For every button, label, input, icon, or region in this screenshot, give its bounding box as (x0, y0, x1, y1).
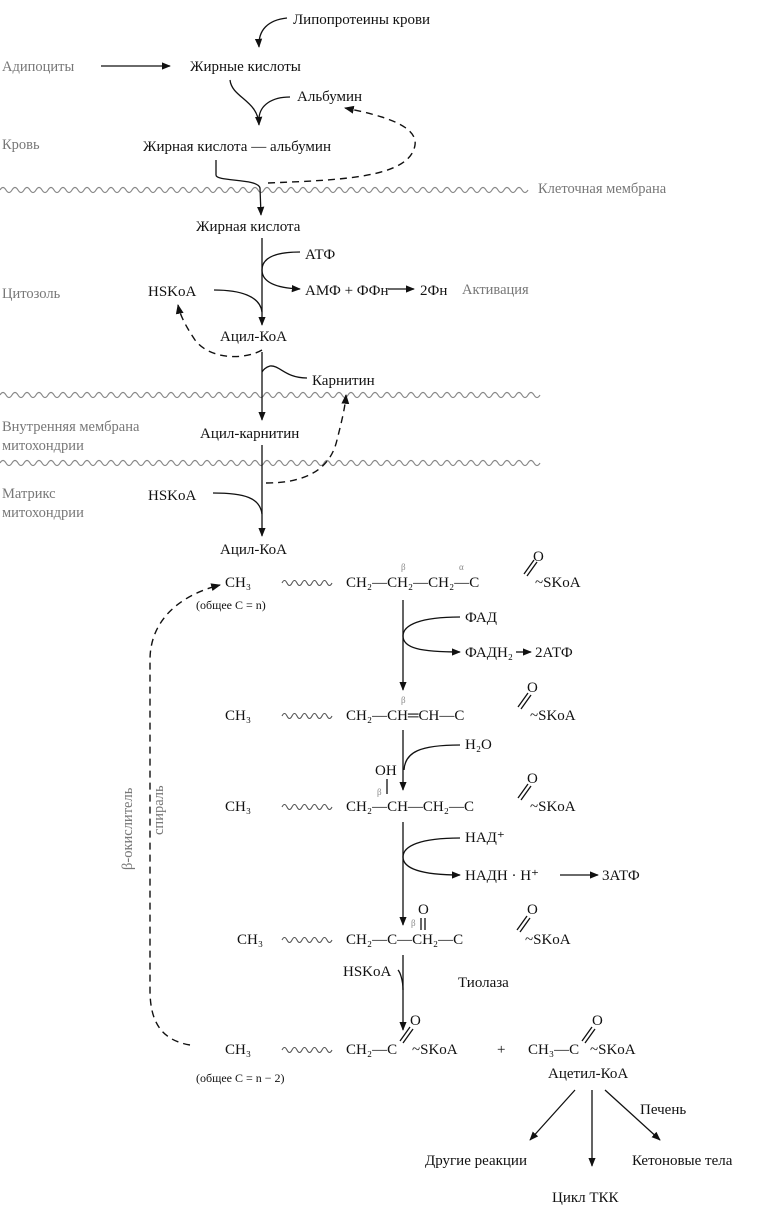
cell-membrane-line (0, 186, 529, 194)
transport-arrows (101, 17, 416, 537)
svg-text:+: + (497, 1042, 505, 1058)
svg-text:β: β (377, 787, 382, 797)
fad: ФАД (465, 610, 497, 626)
region-inner-membrane-2: митохондрии (2, 438, 84, 454)
water: H₂O (465, 737, 492, 753)
enoyl-coa-row: CH₃ CH₂—CH═CH—C ~SKoA O β (225, 680, 576, 724)
svg-text:~SKoA: ~SKoA (412, 1042, 458, 1058)
svg-text:CH₂—CH═CH—C: CH₂—CH═CH—C (346, 708, 464, 724)
fadh2: ФАДН₂ (465, 645, 513, 661)
svg-text:β: β (401, 562, 406, 572)
hskoa-matrix: HSKoA (148, 488, 197, 504)
svg-text:O: O (410, 1013, 421, 1029)
label-beta-spiral-2: спираль (151, 785, 167, 835)
svg-text:~SKoA: ~SKoA (535, 575, 581, 591)
acyl-coa-matrix: Ацил-КоА (220, 542, 287, 558)
svg-text:OH: OH (375, 763, 397, 779)
fatty-acids: Жирные кислоты (190, 59, 301, 75)
svg-text:CH₂—C: CH₂—C (346, 1042, 397, 1058)
ketoacyl-coa-row: CH₃ CH₂—C—CH₂—C ~SKoA O O β (237, 902, 571, 948)
svg-text:~SKoA: ~SKoA (530, 708, 576, 724)
ketone-bodies: Кетоновые тела (632, 1153, 733, 1169)
outer-mito-membrane-line (0, 391, 541, 399)
svg-text:CH₂—CH—CH₂—C: CH₂—CH—CH₂—C (346, 799, 474, 815)
svg-text:CH₂—C—CH₂—C: CH₂—C—CH₂—C (346, 932, 463, 948)
svg-text:O: O (527, 771, 538, 787)
svg-text:CH₃—C: CH₃—C (528, 1042, 579, 1058)
region-inner-membrane: Внутренняя мембрана (2, 419, 140, 435)
label-beta-spiral: β-окислитель (120, 787, 136, 870)
amp-ppi: АМФ + ФФн (305, 283, 389, 299)
svg-text:CH₃: CH₃ (225, 1042, 251, 1058)
atp: АТФ (305, 247, 335, 263)
nad: НАД⁺ (465, 830, 505, 846)
two-pi: 2Фн (420, 283, 447, 299)
svg-text:β: β (411, 918, 416, 928)
acyl-carnitine: Ацил-карнитин (200, 426, 299, 442)
hydroxyacyl-coa-row: CH₃ CH₂—CH—CH₂—C ~SKoA O OH β (225, 763, 576, 815)
svg-text:O: O (418, 902, 429, 918)
svg-text:CH₃: CH₃ (237, 932, 263, 948)
svg-text:CH₃: CH₃ (225, 575, 251, 591)
nadh: НАДН · Н⁺ (465, 868, 539, 884)
lipoproteins: Липопротеины крови (293, 12, 430, 28)
fatty-acid-albumin: Жирная кислота — альбумин (143, 139, 331, 155)
region-blood: Кровь (2, 137, 40, 153)
acyl-coa-cytosol: Ацил-КоА (220, 329, 287, 345)
thiolase: Тиолаза (458, 975, 509, 991)
svg-text:O: O (592, 1013, 603, 1029)
region-adipocytes: Адипоциты (2, 59, 74, 75)
atp-2: 2АТФ (535, 645, 573, 661)
label-activation: Активация (462, 282, 529, 298)
svg-text:O: O (533, 549, 544, 565)
region-matrix-2: митохондрии (2, 505, 84, 521)
shortened-acyl-coa-row: CH₃ CH₂—C ~SKoA O + CH₃—C ~SKoA O (общее… (196, 1013, 636, 1085)
svg-text:(общее C = n): (общее C = n) (196, 598, 266, 612)
inner-mito-membrane-line (0, 459, 541, 467)
liver: Печень (640, 1102, 686, 1118)
svg-text:O: O (527, 902, 538, 918)
albumin: Альбумин (297, 89, 362, 105)
svg-text:~SKoA: ~SKoA (525, 932, 571, 948)
svg-text:CH₃: CH₃ (225, 708, 251, 724)
svg-text:(общее C = n − 2): (общее C = n − 2) (196, 1071, 285, 1085)
tca-cycle: Цикл ТКК (552, 1190, 620, 1206)
svg-text:CH₂—CH₂—CH₂—C: CH₂—CH₂—CH₂—C (346, 575, 479, 591)
beta-oxidation-arrows (149, 583, 661, 1167)
fatty-acid: Жирная кислота (196, 219, 301, 235)
acyl-coa-row: CH₃ CH₂—CH₂—CH₂—C ~SKoA O β α (общее C =… (196, 549, 581, 612)
svg-text:~SKoA: ~SKoA (590, 1042, 636, 1058)
carnitine: Карнитин (312, 373, 375, 389)
svg-text:O: O (527, 680, 538, 696)
hskoa-thiolase: HSKoA (343, 964, 392, 980)
region-cell-membrane: Клеточная мембрана (538, 181, 667, 197)
other-reactions: Другие реакции (425, 1153, 527, 1169)
atp-3: 3АТФ (602, 868, 640, 884)
svg-text:α: α (459, 562, 464, 572)
acetyl-coa: Ацетил-КоА (548, 1066, 628, 1082)
svg-text:CH₃: CH₃ (225, 799, 251, 815)
hskoa-cytosol: HSKoA (148, 284, 197, 300)
svg-text:~SKoA: ~SKoA (530, 799, 576, 815)
region-matrix: Матрикс (2, 486, 56, 502)
svg-text:β: β (401, 695, 406, 705)
region-cytosol: Цитозоль (2, 286, 61, 302)
